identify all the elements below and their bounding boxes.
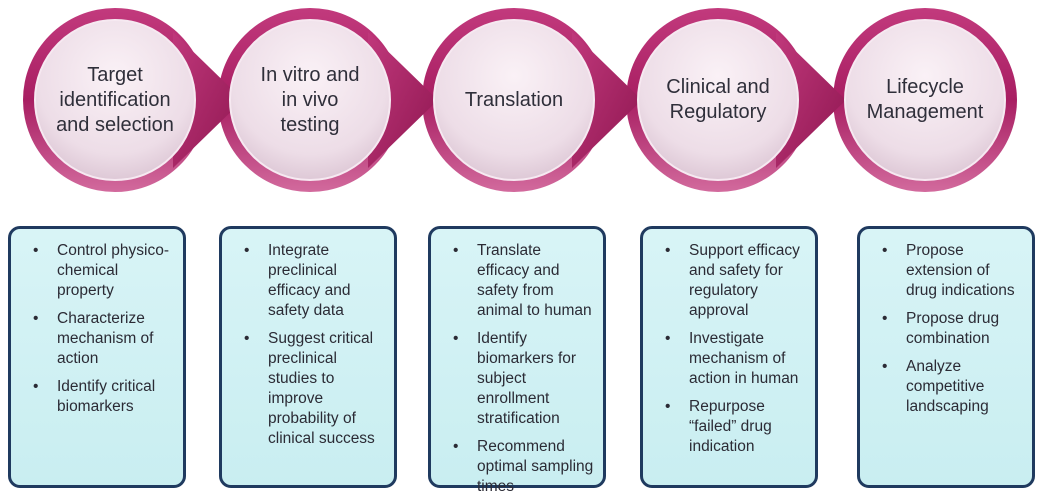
- stage-circle: [637, 19, 799, 181]
- bullet-item: Identify critical biomarkers: [19, 377, 175, 417]
- bullet-item: Integrate preclinical efficacy and safet…: [230, 241, 386, 321]
- bullet-item: Analyze competitive landscaping: [868, 357, 1024, 417]
- bullet-item: Control physico-chemical property: [19, 241, 175, 301]
- stage-title: Lifecycle Management: [866, 76, 984, 123]
- bullet-item: Investigate mechanism of action in human: [651, 329, 807, 389]
- flow-arrow: [776, 32, 846, 168]
- bullet-item: Translate efficacy and safety from anima…: [439, 241, 595, 321]
- bullet-list: Propose extension of drug indicationsPro…: [868, 241, 1024, 417]
- bullet-item: Propose extension of drug indications: [868, 241, 1024, 301]
- bullet-list: Integrate preclinical efficacy and safet…: [230, 241, 386, 449]
- stage-flow-diagram: [23, 8, 1017, 192]
- stage-details-card: Propose extension of drug indicationsPro…: [857, 226, 1035, 488]
- stage-title: In vitro and in vivo testing: [260, 63, 360, 136]
- bullet-list: Control physico-chemical propertyCharact…: [19, 241, 175, 417]
- bullet-list: Support efficacy and safety for regulato…: [651, 241, 807, 457]
- stage-details-card: Translate efficacy and safety from anima…: [428, 226, 606, 495]
- stage-details-card: Support efficacy and safety for regulato…: [640, 226, 818, 488]
- bullet-list: Translate efficacy and safety from anima…: [439, 241, 595, 497]
- stage-details-card: Integrate preclinical efficacy and safet…: [219, 226, 397, 488]
- bullet-item: Suggest critical preclinical studies to …: [230, 329, 386, 449]
- bullet-item: Repurpose “failed” drug indication: [651, 397, 807, 457]
- bullet-item: Identify biomarkers for subject enrollme…: [439, 329, 595, 429]
- flow-arrow: [173, 32, 243, 168]
- bullet-item: Recommend optimal sampling times: [439, 437, 595, 497]
- flow-arrow: [368, 32, 438, 168]
- stage-title: Target identification and selection: [56, 63, 174, 136]
- stage-circle: [844, 19, 1006, 181]
- stage-circle: [229, 19, 391, 181]
- bullet-item: Support efficacy and safety for regulato…: [651, 241, 807, 321]
- bullet-item: Propose drug combination: [868, 309, 1024, 349]
- stage-title: Clinical and Regulatory: [666, 76, 770, 123]
- stage-title: Translation: [464, 88, 564, 111]
- stage-circle: [433, 19, 595, 181]
- flow-arrow: [572, 32, 642, 168]
- stage-circle: [34, 19, 196, 181]
- stage-details-card: Control physico-chemical propertyCharact…: [8, 226, 186, 488]
- bullet-item: Characterize mechanism of action: [19, 309, 175, 369]
